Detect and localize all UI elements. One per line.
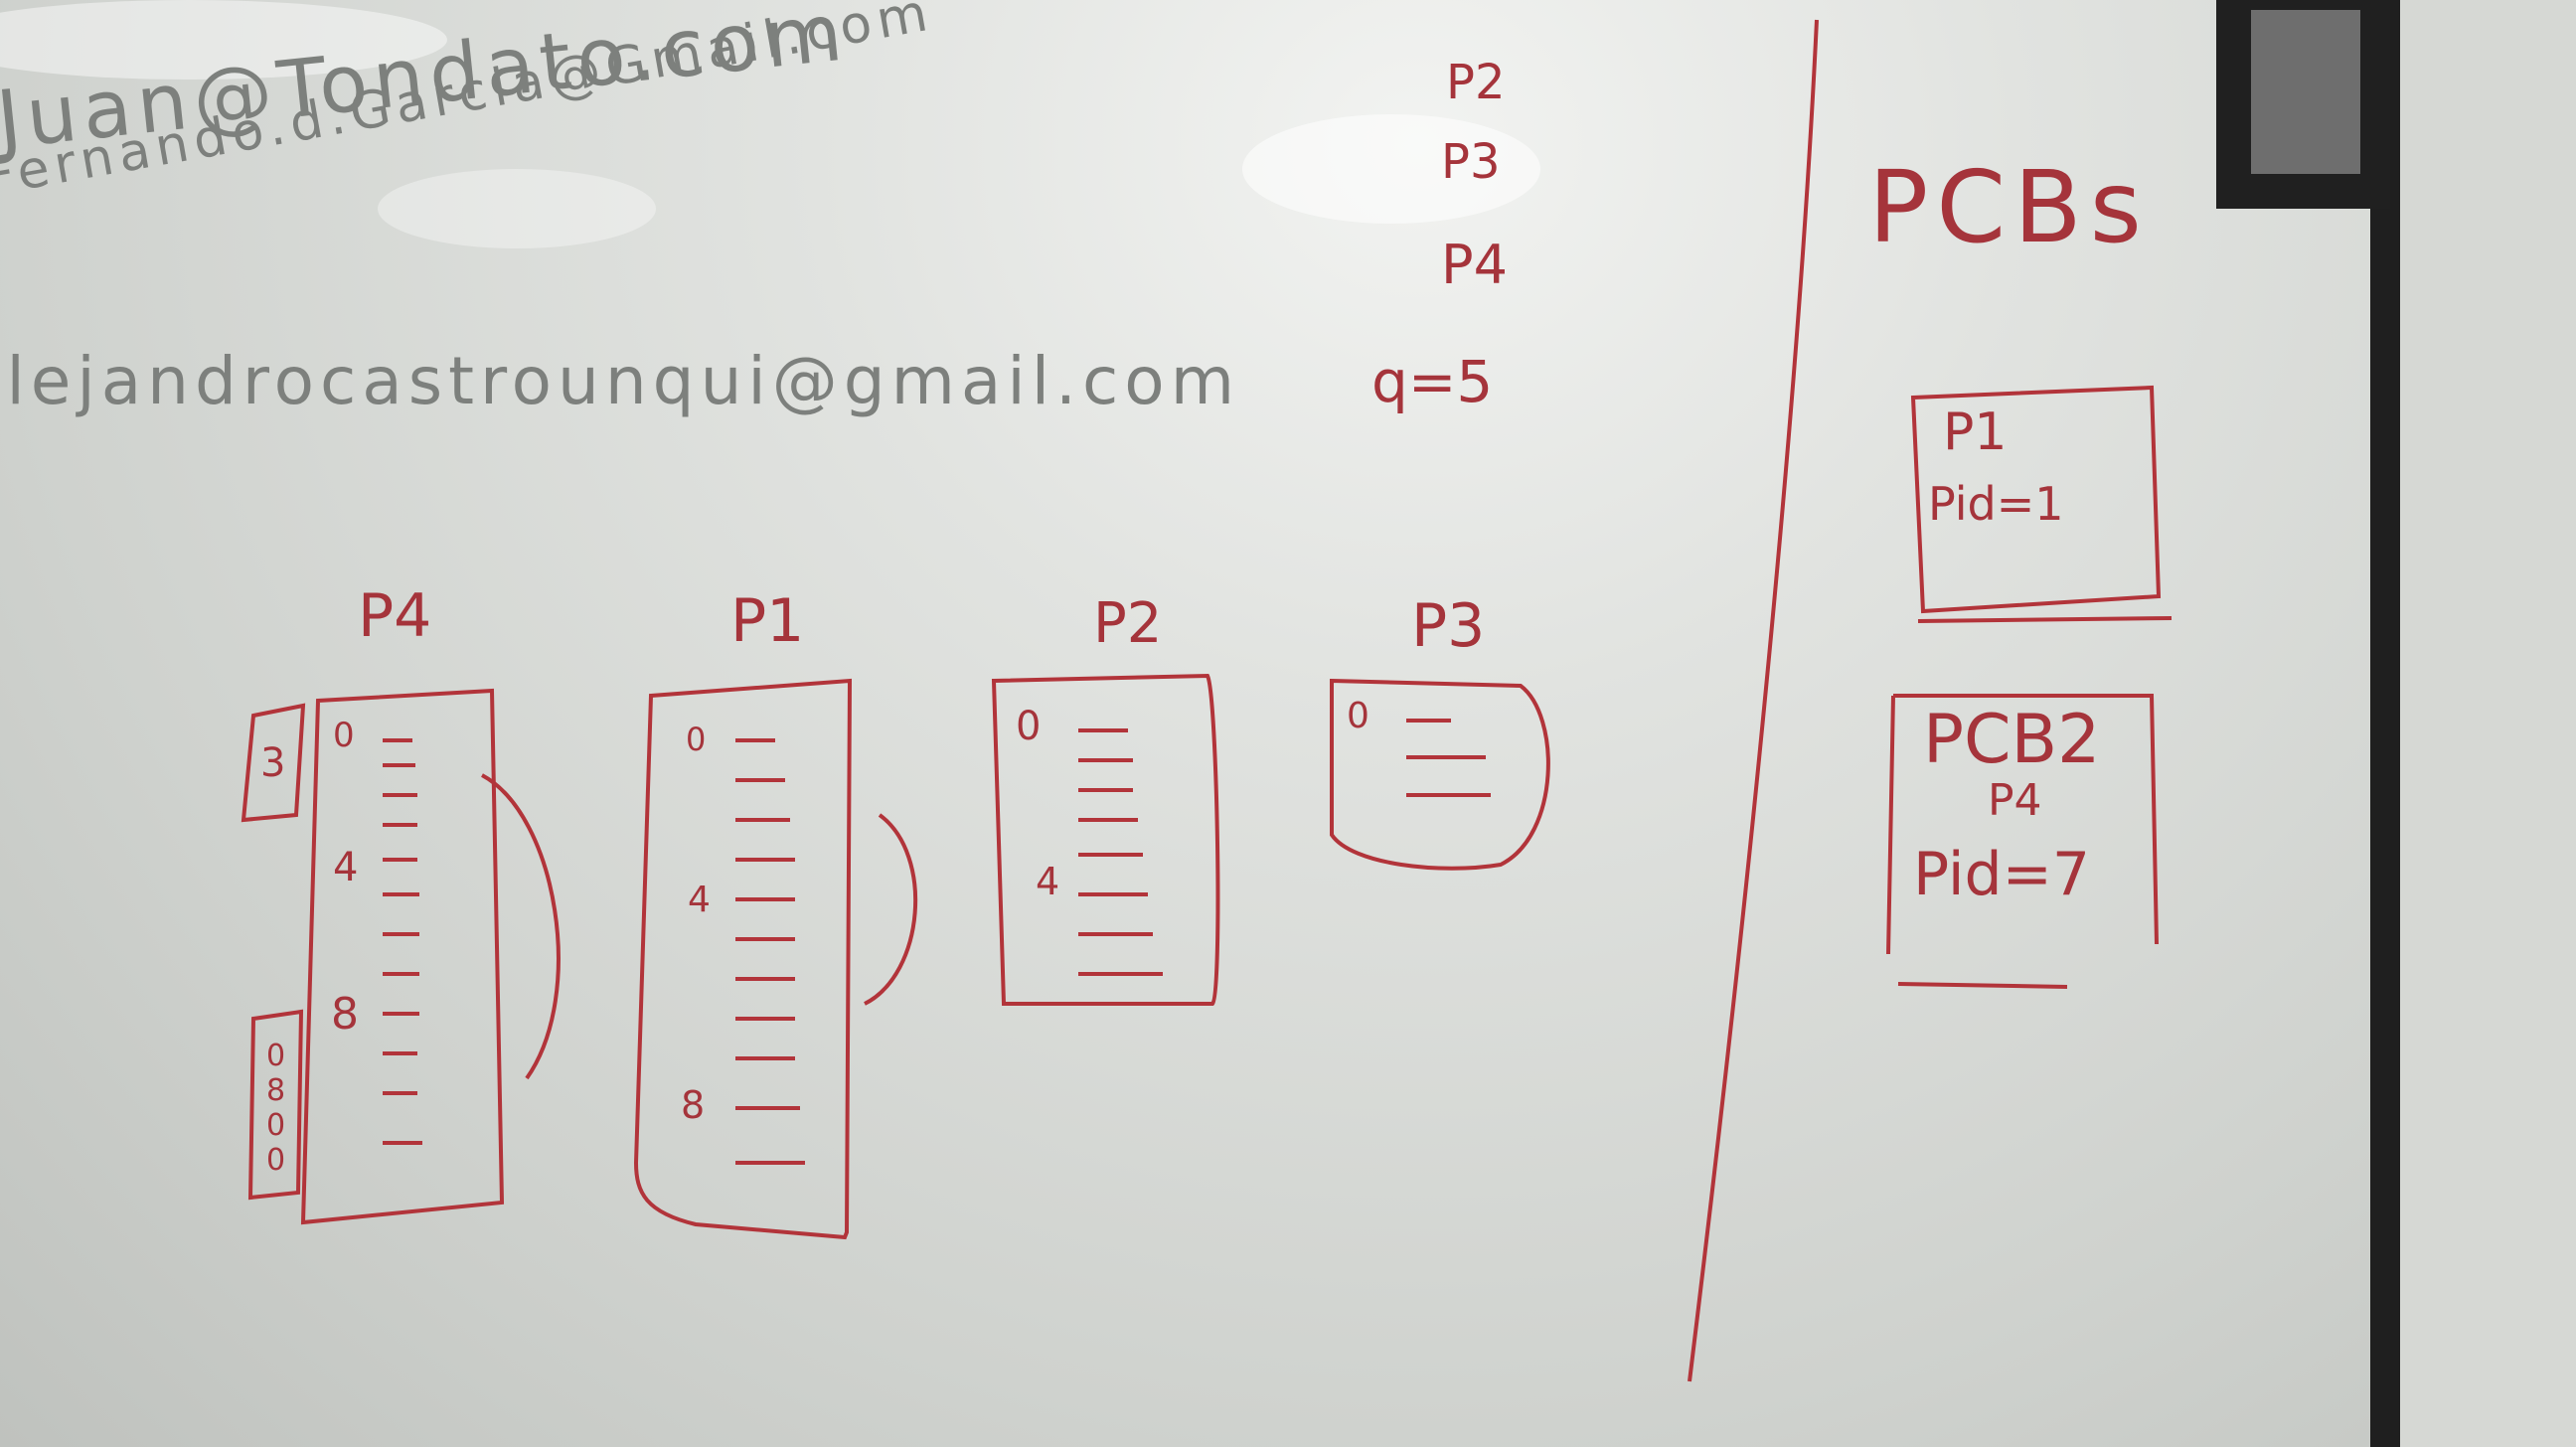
arrow-p1: [864, 813, 918, 1006]
arrow-p4: [481, 773, 561, 1080]
memory-mark: 0: [1016, 704, 1042, 749]
process-list-item: P3: [1441, 134, 1501, 190]
memory-block-p2-outline: [991, 673, 1220, 1006]
glare-spot: [0, 0, 447, 80]
pcb-card-pid: Pid=1: [1928, 477, 2064, 531]
memory-block-label: P4: [358, 581, 432, 651]
memory-block-p4-outline: [300, 688, 505, 1225]
side-tag-top: [241, 703, 306, 823]
pcb-card-pid: Pid=7: [1913, 840, 2091, 909]
board-frame-edge: [2400, 0, 2576, 1447]
pcb-card-1-outline: [1910, 385, 2173, 623]
memory-mark: 4: [688, 880, 711, 920]
memory-mark: 4: [1036, 860, 1060, 903]
memory-mark: 8: [331, 989, 359, 1040]
glare-spot: [378, 169, 656, 248]
process-list-item: q=5: [1371, 348, 1494, 415]
pcbs-title: PCBs: [1868, 149, 2150, 265]
pcb-card-sub: P4: [1988, 775, 2042, 826]
memory-block-label: P1: [730, 586, 805, 656]
side-tag-text: 0800: [258, 1039, 293, 1178]
memory-mark: 4: [333, 845, 359, 890]
memory-block-label: P3: [1411, 591, 1486, 661]
pcb-card-name: PCB2: [1923, 701, 2101, 779]
side-tag-bottom: [247, 1009, 304, 1201]
email-line-3: alejandrocastrounqui@gmail.com: [0, 343, 1240, 419]
memory-mark: 0: [1347, 696, 1369, 736]
process-list-item: P2: [1446, 55, 1506, 110]
glare-spot: [1242, 114, 1540, 224]
pcb-card-2-outline: [1886, 694, 2159, 989]
pcb-card-name: P1: [1943, 402, 2008, 462]
side-tag-text: 3: [260, 740, 286, 786]
memory-block-p1-outline: [633, 678, 853, 1240]
memory-block-label: P2: [1093, 591, 1163, 656]
divider-line: [1688, 19, 1819, 1382]
sticker-label: [2251, 10, 2360, 174]
board-frame-edge: [2370, 0, 2400, 1447]
process-list-item: P4: [1441, 234, 1508, 296]
memory-mark: 8: [681, 1083, 706, 1127]
memory-block-p3-outline: [1330, 678, 1550, 871]
memory-mark: 0: [686, 721, 707, 758]
memory-mark: 0: [333, 716, 355, 755]
